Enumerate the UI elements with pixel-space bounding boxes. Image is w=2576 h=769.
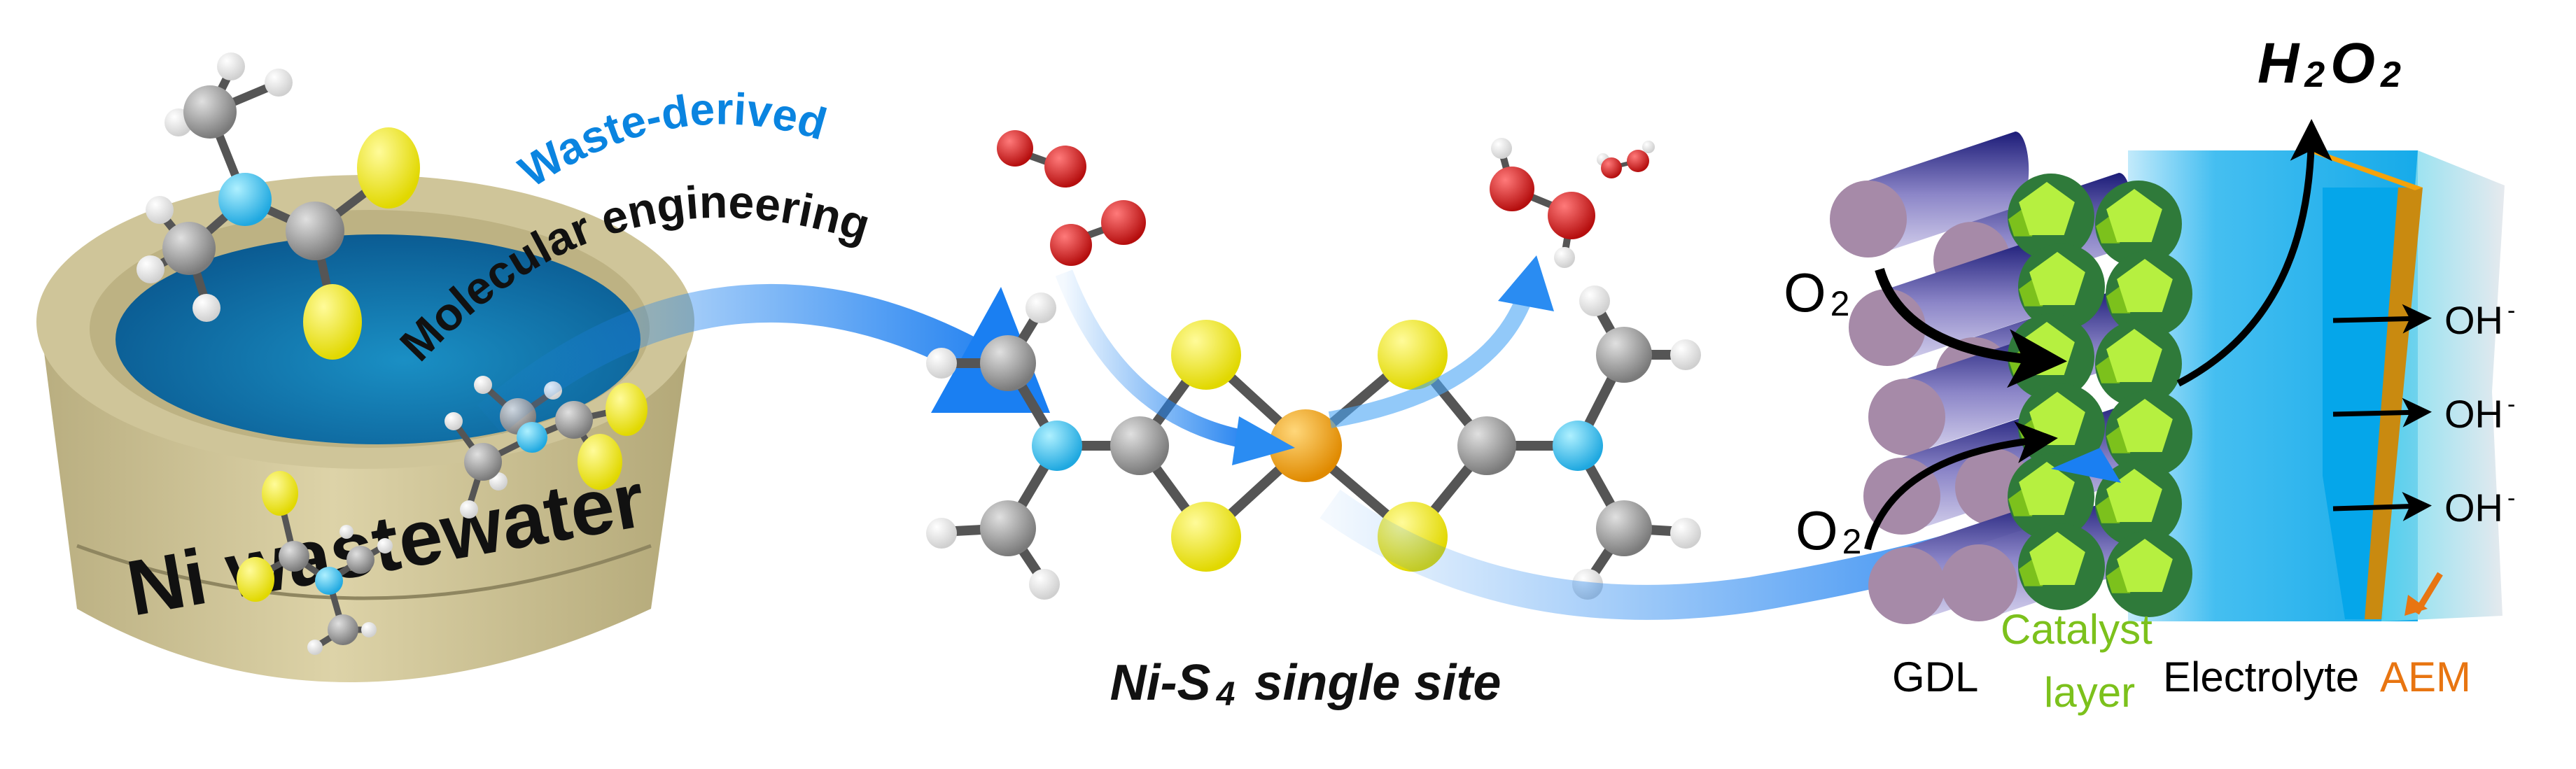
catalyst-particle xyxy=(2106,390,2192,477)
catalyst-particle xyxy=(2008,174,2094,260)
site-label-subscript: 4 xyxy=(1216,676,1236,713)
o2-subscript: 2 xyxy=(1830,284,1850,323)
o2-arrows xyxy=(1864,119,2443,615)
sulfur-atom xyxy=(303,284,362,360)
oxygen-atom xyxy=(1044,146,1086,188)
dithiocarbamate-molecule-in-water xyxy=(237,471,393,655)
layer-labels: GDL Catalyst layer Electrolyte AEM xyxy=(1892,606,2471,716)
site-label-suffix: single site xyxy=(1240,655,1501,711)
arrow-head xyxy=(1498,255,1554,311)
delivery-arrow-head xyxy=(2051,448,2121,483)
oxygen-atom xyxy=(997,130,1033,167)
oxygen-atom xyxy=(1050,224,1092,266)
aem-pointer-head xyxy=(2404,595,2428,616)
o2-inflow-arrow xyxy=(1864,421,2058,551)
oh-arrow xyxy=(2332,491,2432,521)
oxygen-atom xyxy=(1101,200,1146,245)
carbon-atom xyxy=(286,202,344,260)
aem-edge xyxy=(2310,149,2423,190)
oh-label: OH- xyxy=(2444,391,2515,436)
oh-arrow xyxy=(2332,397,2432,428)
electrolyte-label: Electrolyte xyxy=(2163,654,2359,700)
carbon-atom xyxy=(1457,416,1516,475)
oh-base: OH xyxy=(2444,486,2503,530)
wastewater-jar: Ni wastewater xyxy=(36,175,694,682)
carbon-atom xyxy=(1110,416,1169,475)
nitrogen-atom xyxy=(218,173,272,226)
sulfur-atom xyxy=(1171,502,1241,572)
h2o2-h-subscript: 2 xyxy=(2304,55,2325,95)
dithiocarbamate-molecule-top xyxy=(136,52,420,360)
sulfur-atom xyxy=(1171,320,1241,390)
sulfur-atom xyxy=(1378,320,1448,390)
catalyst-label-line1: Catalyst xyxy=(2001,606,2152,653)
nitrogen-atom xyxy=(1553,421,1603,471)
oh-charge: - xyxy=(2507,297,2515,324)
catalyst-particle xyxy=(2018,523,2105,610)
catalyst-particle xyxy=(2095,320,2182,407)
catalyst-particle xyxy=(2106,530,2192,617)
h2o2-o-subscript: 2 xyxy=(2380,55,2401,95)
carbon-atom xyxy=(183,85,237,139)
oh-charge: - xyxy=(2507,485,2515,512)
h2o2-h: H xyxy=(2258,31,2300,95)
carbon-atom xyxy=(1596,327,1652,383)
carbon-fiber-cylinder xyxy=(1830,132,2029,257)
h2o2-o: O xyxy=(2330,31,2375,95)
aem-label: AEM xyxy=(2380,654,2471,700)
oh-arrow xyxy=(2332,304,2432,334)
arrow-head xyxy=(1232,416,1295,465)
carbon-atom xyxy=(1596,500,1652,556)
o2-inflow-arrow xyxy=(1875,267,2067,388)
nitrogen-atom xyxy=(1032,421,1082,471)
gdl-label: GDL xyxy=(1892,654,1978,700)
catalyst-particle xyxy=(2095,460,2182,547)
carbon-atom xyxy=(980,500,1036,556)
catalyst-particle xyxy=(2106,251,2192,337)
o2-o: O xyxy=(1795,500,1838,561)
oh-base: OH xyxy=(2444,298,2503,342)
aem-membrane xyxy=(2365,188,2423,619)
site-label-prefix: Ni-S xyxy=(1110,655,1211,711)
oh-charge: - xyxy=(2507,391,2515,418)
jar-groove xyxy=(76,544,652,600)
oh-base: OH xyxy=(2444,392,2503,436)
catalyst-layer xyxy=(2008,174,2192,617)
hydrogen-peroxide-molecules xyxy=(1490,138,1655,268)
catalyst-label-line2: layer xyxy=(2044,669,2135,716)
nickel-atom xyxy=(1269,409,1342,482)
ni-s4-single-site xyxy=(926,285,1701,600)
oh-label: OH- xyxy=(2444,297,2515,342)
catalyst-particle xyxy=(2018,244,2105,330)
reaction-arrows xyxy=(1055,255,1554,465)
dithiocarbamate-molecule-surface xyxy=(444,376,648,518)
sulfur-atom xyxy=(357,127,420,209)
oh-label: OH- xyxy=(2444,485,2515,530)
oxygen-molecules xyxy=(997,130,1146,266)
carbon-atom xyxy=(162,222,216,275)
o2-o: O xyxy=(1784,262,1826,323)
catalyst-particle xyxy=(2095,181,2182,267)
h2o2-outflow-arrow xyxy=(2176,119,2332,387)
hydroxide-labels: OH- OH- OH- xyxy=(2444,297,2515,530)
o2-subscript: 2 xyxy=(1842,522,1862,561)
catalyst-particle xyxy=(2008,453,2094,540)
carbon-atom xyxy=(980,335,1036,391)
